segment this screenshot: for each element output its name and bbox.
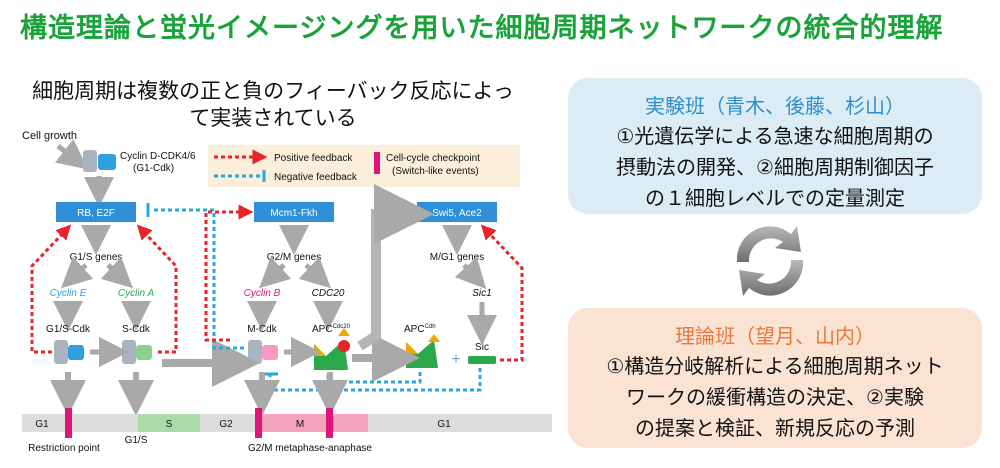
apc-cdc20-icon [314,328,350,370]
cyclin-b-label: Cyclin B [244,288,281,299]
sic1-label: Sic1 [472,288,491,299]
g2m-to-cyclin-b-arrow [259,256,292,289]
phase-m-label: M [296,419,304,430]
checkpoint-sub-label: (Switch-like events) [392,166,479,177]
checkpoint-restriction [65,408,72,438]
swi5-ace2-label: Swi5, Ace2 [432,208,482,219]
phase-g2-label: G2 [219,419,233,430]
g1s-to-cyclin-e-arrow [61,256,94,289]
mcm1-fkh-box [254,202,334,222]
timeline-m-phase [258,414,368,432]
plus-icon: + [451,351,460,368]
negative-feedback-label: Negative feedback [274,172,358,183]
timeline-s-phase [138,414,200,432]
subtitle-line-1: 細胞周期は複数の正と負のフィーバック反応によっ [32,79,514,103]
experiment-team-card: 実験班（青木、後藤、杉山） ①光遺伝学による急速な細胞周期の 摂動法の開発、②細… [568,78,982,214]
sic-label: Sic [475,342,489,353]
phase-g1-label: G1 [35,419,49,430]
g1s-to-cyclin-a-arrow [100,256,133,289]
experiment-line-2: 摂動法の開発、②細胞周期制御因子 [616,155,934,179]
apc-cdc20-name: APC [312,324,333,335]
cyclin-e-label: Cyclin E [50,288,87,299]
refresh-cycle-icon [736,226,804,296]
cell-growth-label: Cell growth [22,130,77,142]
rb-e2f-label: RB, E2F [77,208,115,219]
mcm1-fkh-label: Mcm1-Fkh [270,208,317,219]
cdc20-label: CDC20 [312,288,345,299]
positive-loop-m [204,204,254,342]
cyclin-d-cdk-icon [83,150,116,172]
growth-arrow [54,138,88,170]
g2m-metaphase-label: G2/M metaphase-anaphase [248,443,372,454]
theory-team-card: 理論班（望月、山内） ①構造分岐解析による細胞周期ネット ワークの緩衝構造の決定… [568,308,982,448]
theory-line-1: ①構造分岐解析による細胞周期ネット [606,354,944,378]
restriction-point-label: Restriction point [28,443,100,454]
apc-cdc20-sup: Cdc20 [333,324,351,330]
subtitle-line-2: て実装されている [189,106,357,130]
cyclin-d-label: Cyclin D-CDK4/6 [120,151,196,162]
m-cdk-label: M-Cdk [247,324,277,335]
phase-g1-end-label: G1 [437,419,451,430]
apc-cdh-sup: Cdh [425,324,436,330]
theory-line-2: ワークの緩衝構造の決定、②実験 [626,385,924,409]
theory-team-heading: 理論班（望月、山内） [675,324,875,348]
diagram-subtitle: 細胞周期は複数の正と負のフィーバック反応によっ て実装されている [18,78,528,132]
apc-cdh-icon [406,334,440,368]
positive-loop-g1 [30,224,72,354]
g2m-to-cdc20-arrow [298,256,331,289]
experiment-team-body: ①光遺伝学による急速な細胞周期の 摂動法の開発、②細胞周期制御因子 の１細胞レベ… [568,121,982,214]
cyclin-a-label: Cyclin A [118,288,155,299]
g1s-cdk-label: G1/S-Cdk [46,324,91,335]
mg1-to-sic1-arrow [454,256,487,290]
cell-cycle-diagram: Cell growth Cyclin D-CDK4/6 (G1-Cdk) Pos… [22,130,552,454]
sic-bar-icon [468,356,496,364]
positive-loop-sic [480,224,524,362]
apc-cdh-name: APC [404,324,425,335]
checkpoint-metaphase [326,408,333,438]
phase-s-label: S [166,419,173,430]
positive-feedback-label: Positive feedback [274,153,353,164]
s-cdk-label: S-Cdk [122,324,151,335]
g1-cdk-label: (G1-Cdk) [133,163,174,174]
theory-team-body: ①構造分岐解析による細胞周期ネット ワークの緩衝構造の決定、②実験 の提案と検証… [568,351,982,444]
page-title: 構造理論と蛍光イメージングを用いた細胞周期ネットワークの統合的理解 [20,13,944,44]
experiment-line-1: ①光遺伝学による急速な細胞周期の [616,124,934,148]
g1s-cdk-icon [54,340,84,364]
negative-loop-apc [326,372,422,384]
checkpoint-g2m [255,408,262,438]
m-cdk-icon [248,340,278,364]
rb-e2f-box [56,202,136,222]
negative-loop-sic [268,368,482,392]
apc-up-loop-arrow [357,184,434,351]
mg1-genes-label: M/G1 genes [430,252,484,263]
experiment-team-heading: 実験班（青木、後藤、杉山） [645,94,905,118]
checkpoint-label: Cell-cycle checkpoint [386,153,480,164]
s-cdk-icon [122,340,152,364]
experiment-line-3: の１細胞レベルでの定量測定 [645,186,905,210]
checkpoint-swatch [374,152,380,174]
swi5-ace2-box [417,202,497,222]
negative-loop-m-rb [152,208,244,350]
g1s-transition-label: G1/S [125,435,148,446]
apc-cdh-label: APCCdh [404,324,436,335]
g2m-genes-label: G2/M genes [267,252,321,263]
g1s-genes-label: G1/S genes [70,252,123,263]
theory-line-3: の提案と検証、新規反応の予測 [635,416,915,440]
positive-loop-s [136,224,178,354]
apc-cdc20-label: APCCdc20 [312,324,351,335]
